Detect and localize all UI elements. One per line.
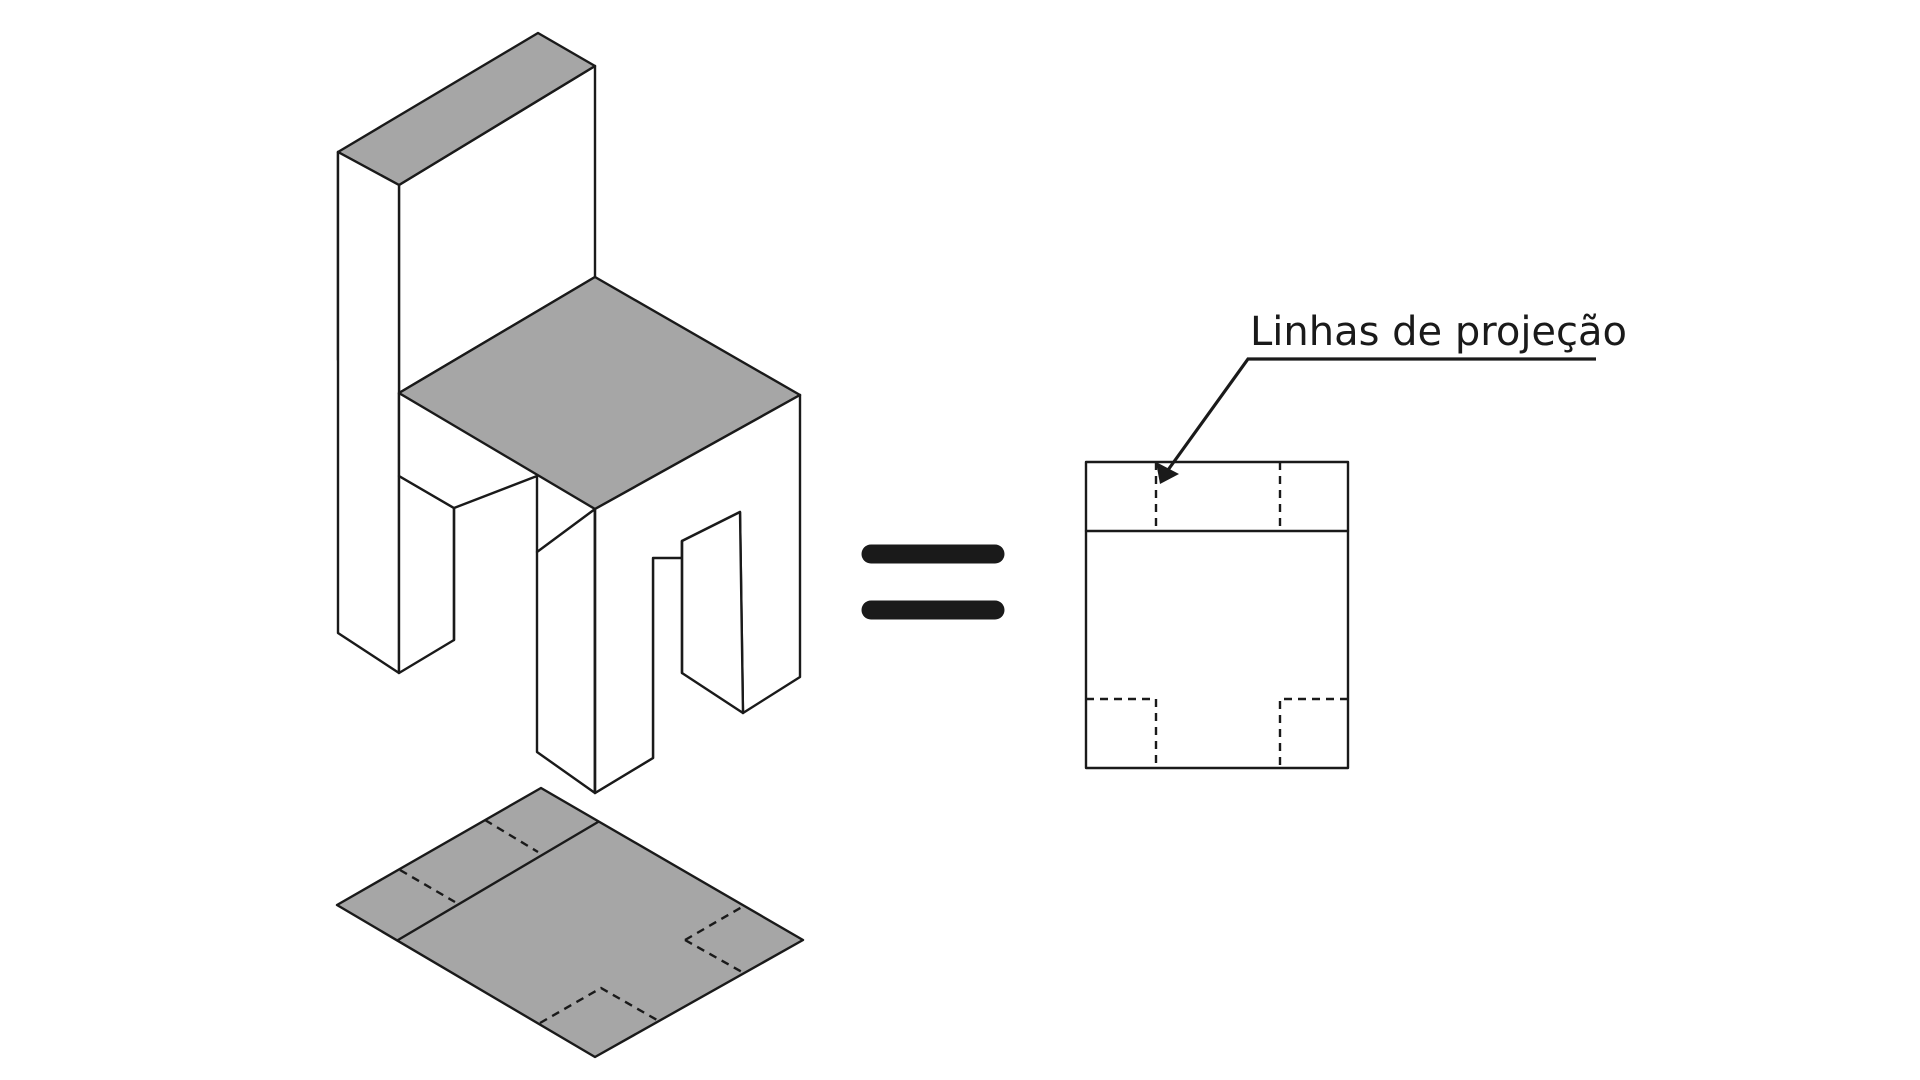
equals-sign [861, 544, 1005, 620]
footprint-hidden-leg-3 [684, 905, 743, 942]
orthographic-top-view [1084, 460, 1350, 770]
top-view-outline [1084, 460, 1350, 770]
isometric-footprint [335, 786, 805, 1059]
footprint-hidden-leg-1 [484, 818, 539, 854]
front-left-leg-front [535, 507, 597, 795]
callout-arrowhead-icon [1156, 462, 1179, 484]
footprint-hidden-leg-2 [399, 868, 456, 904]
callout-leader-line [1166, 357, 1596, 471]
hidden-front-right-leg [1278, 697, 1348, 768]
footprint-face [335, 786, 805, 1059]
footprint-hidden-leg-4 [684, 938, 743, 974]
back-left-leg-front [336, 150, 401, 675]
isometric-chair [336, 31, 802, 795]
back-right-leg-front [680, 510, 745, 715]
hidden-front-left-leg [1086, 697, 1158, 768]
callout-label: Linhas de projeção [1250, 309, 1627, 355]
projection-lines-callout: Linhas de projeção [1156, 309, 1627, 484]
footprint-hidden-leg-5 [539, 986, 658, 1025]
back-left-leg-side [397, 474, 456, 675]
footprint-backrest-edge [396, 820, 600, 942]
